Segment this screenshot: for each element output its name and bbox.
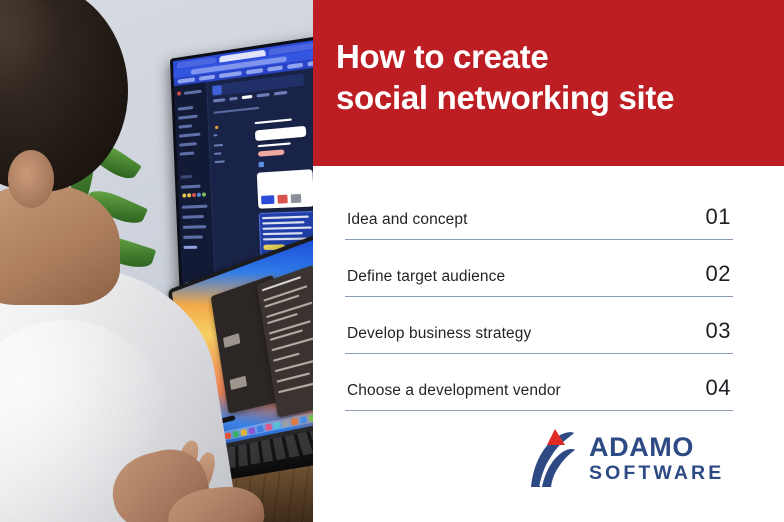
board-card [254, 125, 307, 142]
list-item: Idea and concept 01 [345, 204, 733, 240]
title-banner: How to create social networking site [313, 0, 784, 166]
sidebar-avatar [182, 193, 187, 198]
step-label: Define target audience [347, 268, 506, 285]
sidebar-item [179, 151, 195, 156]
sidebar-item [183, 89, 202, 95]
page-title: How to create social networking site [336, 36, 674, 118]
dock-icon [299, 415, 308, 424]
column-text [213, 143, 224, 147]
card-thumb [261, 195, 275, 205]
list-item: Define target audience 02 [345, 261, 733, 297]
card-thumb [277, 194, 288, 204]
photo-person-hair [0, 0, 68, 110]
sidebar-avatar [201, 192, 207, 197]
board-tab-active [241, 94, 253, 100]
sidebar-logo-dot [177, 91, 182, 96]
board-tab [273, 90, 288, 96]
logo-wordmark: ADAMO SOFTWARE [589, 431, 725, 484]
dock-icon [256, 424, 264, 433]
list-item: Develop business strategy 03 [345, 318, 733, 354]
sidebar-item [180, 184, 201, 189]
card-text [257, 142, 291, 148]
sidebar-item [178, 132, 201, 138]
dock-icon [248, 426, 256, 434]
step-number: 02 [705, 261, 731, 286]
adamo-software-logo: ADAMO SOFTWARE [527, 424, 742, 492]
steps-list: Idea and concept 01 Define target audien… [345, 204, 733, 432]
dock-icon [240, 428, 248, 436]
sidebar-item [178, 114, 198, 120]
sidebar-item [177, 105, 194, 111]
dock-icon [290, 417, 299, 426]
card-thumb [290, 193, 302, 204]
sidebar-item [182, 225, 207, 229]
dock-icon [273, 421, 281, 429]
sidebar-avatar [192, 192, 197, 198]
board-tab [229, 96, 238, 101]
sidebar-item [181, 204, 208, 209]
sidebar-section-label [180, 174, 193, 179]
card-avatar [258, 161, 265, 168]
board-icon [212, 85, 222, 96]
page-title-line-2: social networking site [336, 79, 675, 116]
dock-icon [264, 422, 273, 431]
board-subtitle [213, 106, 260, 114]
dock-icon [224, 431, 232, 439]
column-title [254, 118, 292, 125]
sidebar-avatar [187, 193, 192, 198]
photo-person-ear [8, 150, 54, 208]
adamo-peak-mark-icon [531, 429, 575, 487]
sidebar-item [178, 124, 193, 129]
sidebar-item [179, 142, 197, 147]
page-title-line-1: How to create [336, 38, 549, 75]
sidebar-avatar [196, 192, 202, 197]
board-tab [212, 98, 226, 103]
content-panel: Idea and concept 01 Define target audien… [313, 166, 784, 522]
step-label: Develop business strategy [347, 325, 532, 342]
sidebar-item [182, 214, 204, 219]
card-tag [257, 149, 285, 157]
hero-photo [0, 0, 313, 522]
step-number: 01 [705, 204, 731, 229]
list-item: Choose a development vendor 04 [345, 375, 733, 411]
column-text [214, 152, 222, 155]
step-number: 03 [705, 318, 731, 343]
sidebar-item [183, 235, 203, 239]
dock-icon [281, 419, 290, 427]
dock-icon [232, 429, 240, 438]
step-label: Choose a development vendor [347, 382, 561, 399]
column-dot [215, 125, 219, 130]
step-label: Idea and concept [347, 211, 468, 228]
logo-primary-text: ADAMO [589, 431, 694, 462]
step-number: 04 [705, 375, 731, 400]
column-text [213, 134, 218, 137]
column-text [214, 160, 225, 164]
board-tab [256, 92, 270, 98]
sidebar-item-active [183, 245, 198, 249]
logo-secondary-text: SOFTWARE [589, 461, 725, 484]
